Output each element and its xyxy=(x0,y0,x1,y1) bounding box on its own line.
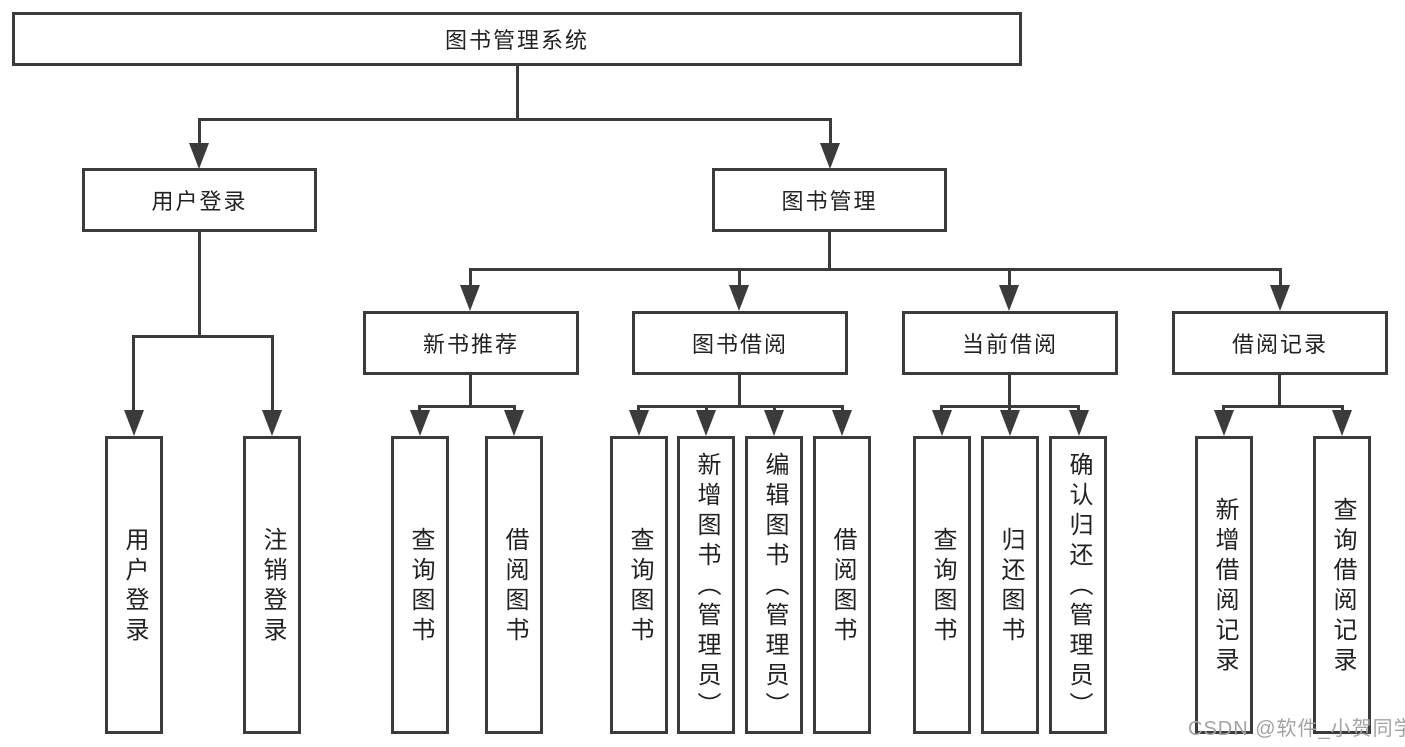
arrow-down-icon xyxy=(1000,410,1020,436)
arrow-down-icon xyxy=(460,285,480,311)
connector-line xyxy=(940,405,1080,408)
arrow-down-icon xyxy=(820,143,840,169)
connector-line xyxy=(516,66,519,120)
connector-line xyxy=(828,232,831,270)
connector-line xyxy=(469,375,472,408)
leaf-user-login: 用户登录 xyxy=(105,436,163,734)
arrow-down-icon xyxy=(832,410,852,436)
arrow-down-icon xyxy=(1214,410,1234,436)
leaf-return-books: 归还图书 xyxy=(981,436,1039,734)
csdn-watermark: CSDN @软件_小贺同学 xyxy=(1188,718,1405,740)
leaf-borrow-books-2: 借阅图书 xyxy=(813,436,871,734)
arrow-down-icon xyxy=(1270,285,1290,311)
connector-line xyxy=(637,405,844,408)
connector-line xyxy=(1222,405,1344,408)
leaf-query-books-3: 查询图书 xyxy=(913,436,971,734)
connector-line xyxy=(1008,271,1011,287)
arrow-down-icon xyxy=(410,410,430,436)
connector-line xyxy=(1008,375,1011,408)
arrow-down-icon xyxy=(729,285,749,311)
node-user-login-branch: 用户登录 xyxy=(82,168,317,232)
arrow-down-icon xyxy=(696,410,716,436)
leaf-add-books-admin: 新增图书（管理员） xyxy=(677,436,735,734)
connector-line xyxy=(198,121,201,147)
connector-line xyxy=(271,338,274,412)
connector-line xyxy=(1278,375,1281,408)
leaf-edit-books-admin: 编辑图书（管理员） xyxy=(745,436,803,734)
connector-line xyxy=(132,338,135,412)
arrow-down-icon xyxy=(504,410,524,436)
arrow-down-icon xyxy=(764,410,784,436)
leaf-query-borrow-record: 查询借阅记录 xyxy=(1313,436,1371,734)
node-current-borrow: 当前借阅 xyxy=(902,311,1118,375)
leaf-borrow-books-1: 借阅图书 xyxy=(485,436,543,734)
leaf-confirm-return-admin: 确认归还（管理员） xyxy=(1049,436,1107,734)
node-book-borrow: 图书借阅 xyxy=(632,311,848,375)
node-borrow-records: 借阅记录 xyxy=(1172,311,1388,375)
connector-line xyxy=(469,271,472,287)
connector-line xyxy=(738,375,741,408)
connector-line xyxy=(829,121,832,147)
node-root: 图书管理系统 xyxy=(12,12,1022,66)
arrow-down-icon xyxy=(189,143,209,169)
connector-line xyxy=(738,271,741,287)
arrow-down-icon xyxy=(262,410,282,436)
arrow-down-icon xyxy=(1069,410,1089,436)
leaf-query-books-2: 查询图书 xyxy=(610,436,668,734)
leaf-logout: 注销登录 xyxy=(243,436,301,734)
arrow-down-icon xyxy=(999,285,1019,311)
arrow-down-icon xyxy=(124,410,144,436)
connector-line xyxy=(469,268,1282,271)
connector-line xyxy=(1279,271,1282,287)
connector-line xyxy=(198,118,832,121)
connector-line xyxy=(198,232,201,338)
leaf-query-books-1: 查询图书 xyxy=(391,436,449,734)
node-new-book-recommend: 新书推荐 xyxy=(363,311,579,375)
arrow-down-icon xyxy=(629,410,649,436)
leaf-add-borrow-record: 新增借阅记录 xyxy=(1195,436,1253,734)
arrow-down-icon xyxy=(1332,410,1352,436)
node-book-management-branch: 图书管理 xyxy=(712,168,947,232)
connector-line xyxy=(418,405,516,408)
arrow-down-icon xyxy=(932,410,952,436)
connector-line xyxy=(132,335,274,338)
